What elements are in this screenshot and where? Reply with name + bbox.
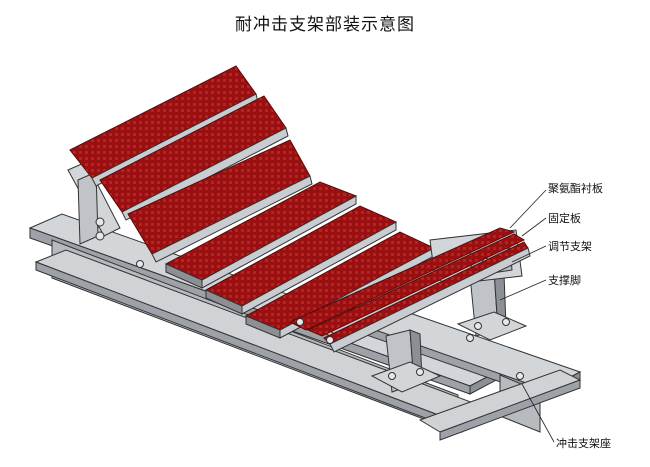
center-support-leg <box>370 329 442 393</box>
liner-panel <box>99 95 289 221</box>
left-liner-panels <box>69 65 313 263</box>
leader-lines <box>499 189 555 443</box>
liner-panel <box>127 139 313 263</box>
leader-liner <box>509 189 547 229</box>
diagram-title: 耐冲击支架部装示意图 <box>235 15 415 35</box>
leader-leg <box>499 279 547 301</box>
label-impact-bed-base: 冲击支架座 <box>556 437 611 450</box>
label-polyurethane-liner: 聚氨酯衬板 <box>548 182 603 195</box>
label-support-leg: 支撑脚 <box>548 274 581 287</box>
leader-adjust <box>511 245 547 263</box>
leader-base <box>521 383 555 443</box>
label-adjusting-bracket: 调节支架 <box>548 240 592 253</box>
liner-panel <box>288 227 516 331</box>
liner-panel <box>204 205 398 315</box>
label-fixed-plate: 固定板 <box>548 212 581 225</box>
leader-plate <box>521 217 547 237</box>
liner-panel <box>306 233 526 337</box>
center-liner-panels <box>164 181 436 339</box>
right-liner-panels <box>288 227 531 353</box>
left-base-beam <box>28 213 502 433</box>
liner-panel <box>164 181 358 289</box>
base-bolts <box>136 260 524 380</box>
